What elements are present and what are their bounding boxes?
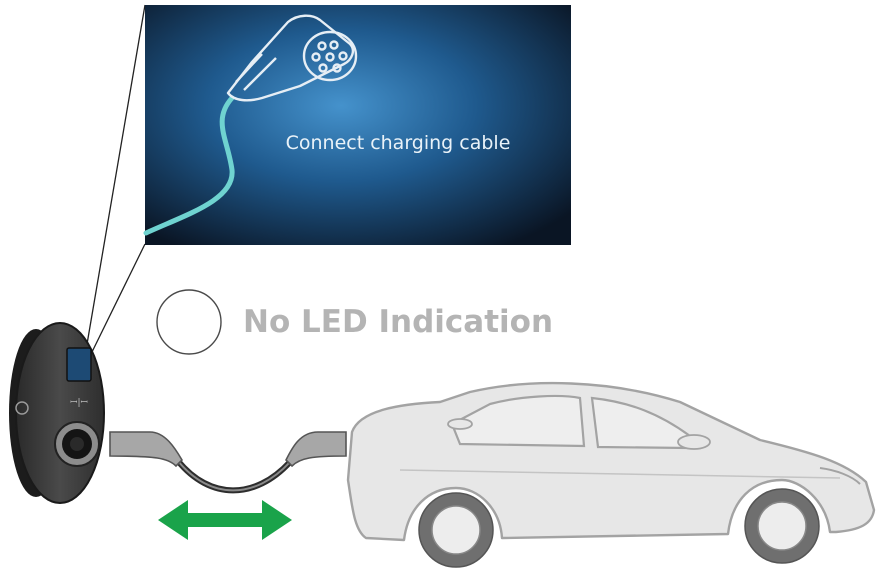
car-side-plug-icon [285, 431, 347, 468]
led-indicator: No LED Indication [156, 289, 553, 355]
car-mirror [447, 418, 473, 430]
charger-screen [66, 347, 92, 382]
charging-cable [109, 431, 347, 494]
car-rear-wheel [418, 492, 494, 568]
power-icon [15, 401, 29, 415]
charger-socket-pins-icon [70, 437, 84, 451]
electric-car-icon [346, 381, 876, 568]
led-off-circle-icon [156, 289, 222, 355]
car-side-crease [399, 469, 841, 479]
car-side-mirror [677, 434, 711, 450]
connect-cable-message: Connect charging cable [286, 132, 511, 154]
charger-logo-icon: ꟷ|ꟷ [70, 398, 88, 408]
charger-display-zoom: Connect charging cable [143, 5, 571, 245]
cable-line [143, 95, 235, 236]
wall-charger: ꟷ|ꟷ [9, 322, 105, 504]
car-front-wheel [744, 488, 820, 564]
bidirectional-arrow-icon [158, 500, 292, 540]
display-background [145, 5, 571, 245]
led-status-label: No LED Indication [243, 304, 553, 340]
zoom-lines [85, 4, 146, 353]
charger-side-plug-icon [109, 431, 184, 468]
type2-plug-icon [226, 14, 358, 102]
car-headlight [819, 467, 861, 485]
